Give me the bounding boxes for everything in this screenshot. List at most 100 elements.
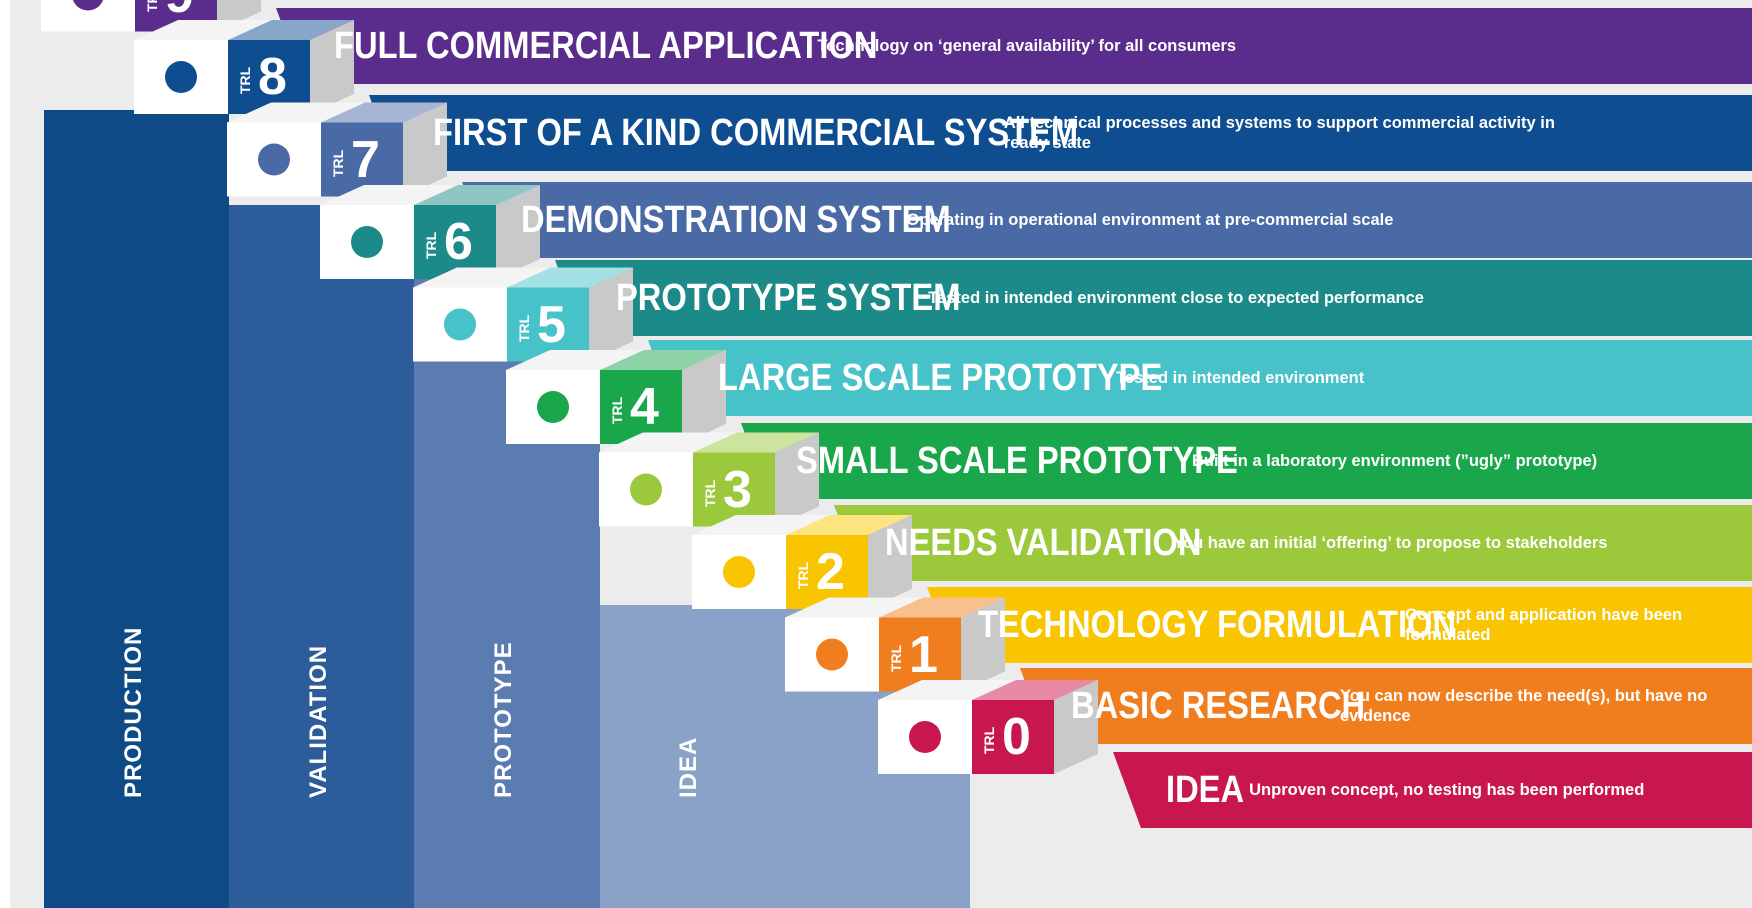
band-description: Built in a laboratory environment (”ugly… [1191, 452, 1598, 470]
band-title: BASIC RESEARCH [1071, 684, 1366, 727]
trl-prefix-label: TRL [237, 66, 253, 94]
trl-number-4: 4 [630, 378, 659, 436]
step-top-tile [879, 597, 1005, 618]
step-panel-trl-6 [414, 205, 496, 279]
trl-prefix-label: TRL [795, 561, 811, 589]
step-panel-trl-8 [228, 40, 310, 114]
step-side [868, 515, 912, 609]
band-bg-trl-4 [741, 423, 1752, 499]
trl-prefix-label: TRL [888, 644, 904, 672]
trl-prefix-label: TRL [609, 396, 625, 424]
step-dot [723, 556, 755, 588]
step-panel-trl-4 [600, 370, 682, 444]
band-title: PROTOTYPE SYSTEM [616, 276, 961, 319]
column-label-validation: VALIDATION [305, 644, 332, 798]
band-title: DEMONSTRATION SYSTEM [521, 198, 951, 241]
trl-number-2: 2 [816, 543, 845, 601]
band-title: TECHNOLOGY FORMULATION [978, 603, 1457, 646]
band-bg-trl-8 [369, 95, 1752, 171]
step-side [403, 102, 447, 197]
step-dot [165, 61, 197, 93]
step-top-tile [228, 20, 354, 40]
trl-number-3: 3 [723, 460, 752, 519]
trl-number-1: 1 [909, 625, 938, 684]
step-panel-trl-7 [321, 122, 403, 197]
step-top-tile [600, 350, 726, 370]
band-bg-trl-6 [555, 260, 1752, 336]
step-trl-7 [227, 102, 447, 197]
column-label-idea: IDEA [675, 736, 702, 798]
column-label-prototype: PROTOTYPE [490, 641, 517, 798]
trl-prefix-label: TRL [516, 314, 532, 342]
band-description: Operating in operational environment at … [906, 211, 1394, 229]
step-dot [351, 226, 383, 258]
trl-prefix-label: TRL [330, 149, 346, 177]
step-top-tile [693, 432, 819, 453]
band-bg-trl-2 [927, 587, 1752, 663]
step-top-tile [786, 515, 912, 535]
band-description: Tested in intended environment [1116, 369, 1365, 387]
step-trl-4 [506, 350, 726, 444]
step-dot [444, 308, 476, 341]
band-title: LARGE SCALE PROTOTYPE [718, 356, 1163, 399]
band-bg-trl-5 [648, 340, 1752, 416]
step-side [775, 432, 819, 527]
step-side [1054, 680, 1098, 774]
band-title: IDEA [1166, 768, 1245, 811]
trl-number-5: 5 [537, 295, 566, 354]
column-validation [229, 205, 414, 908]
step-trl-0 [878, 680, 1098, 774]
step-side [310, 20, 354, 114]
step-top-tile [972, 680, 1098, 700]
step-top-tile [507, 267, 633, 288]
band-description: You can now describe the need(s), but ha… [1339, 687, 1708, 725]
step-dot [909, 721, 941, 753]
step-side [961, 597, 1005, 692]
band-description: All technical processes and systems to s… [1003, 114, 1555, 152]
trl-number-9: 9 [165, 0, 194, 21]
step-top-tile [414, 185, 540, 205]
step-trl-6 [320, 185, 540, 279]
trl-prefix-label: TRL [423, 231, 439, 259]
band-bg-trl-0 [1113, 752, 1752, 828]
band-title: FIRST OF A KIND COMMERCIAL SYSTEM [433, 111, 1079, 154]
column-production [44, 110, 229, 908]
band-title: NEEDS VALIDATION [885, 521, 1202, 564]
step-dot [816, 638, 848, 671]
step-trl-1 [785, 597, 1005, 692]
trl-number-7: 7 [351, 130, 380, 189]
band-description: Unproven concept, no testing has been pe… [1249, 781, 1645, 799]
step-trl-5 [413, 267, 633, 362]
trl-number-6: 6 [444, 213, 473, 271]
step-trl-8 [134, 20, 354, 114]
step-top-tile [321, 102, 447, 123]
band-description: Tested in intended environment close to … [928, 289, 1424, 307]
step-side [496, 185, 540, 279]
step-panel-trl-3 [693, 452, 775, 527]
step-side [682, 350, 726, 444]
column-label-production: PRODUCTION [120, 626, 147, 798]
band-bg-trl-9 [276, 8, 1752, 84]
trl-number-0: 0 [1002, 708, 1031, 766]
step-panel-trl-5 [507, 287, 589, 362]
band-bg-trl-1 [1020, 668, 1752, 744]
step-trl-2 [692, 515, 912, 609]
step-panel-trl-1 [879, 617, 961, 692]
trl-number-8: 8 [258, 48, 287, 106]
step-trl-3 [599, 432, 819, 527]
step-panel-trl-2 [786, 535, 868, 609]
band-description: You have an initial ‘offering’ to propos… [1173, 534, 1608, 552]
trl-prefix-label: TRL [144, 0, 160, 12]
band-description: Technology on ‘general availability’ for… [817, 37, 1237, 55]
